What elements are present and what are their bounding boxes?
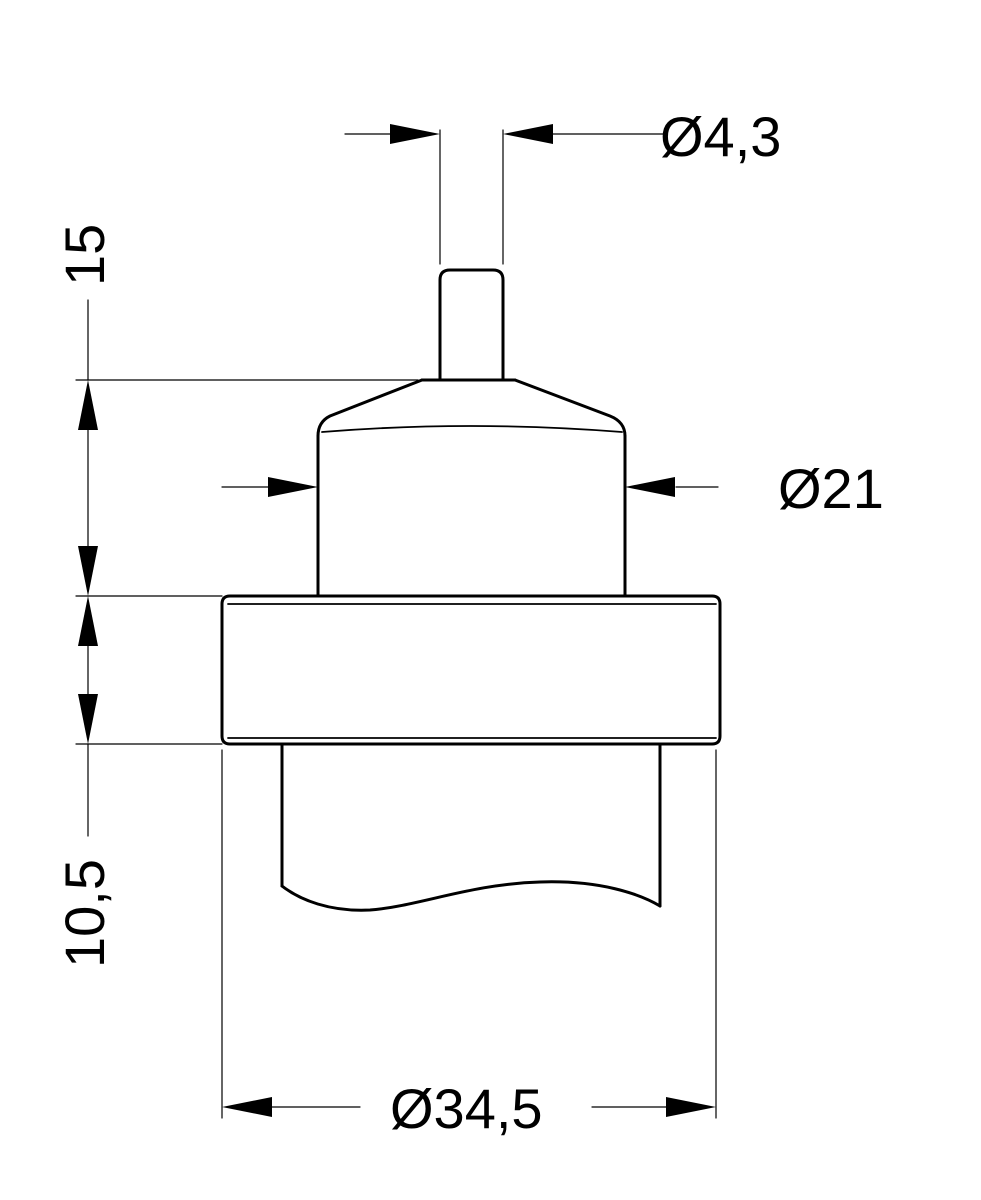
break-line (280, 880, 662, 912)
lower-shaft (280, 742, 662, 908)
body-top-edge (321, 425, 623, 433)
body-cylinder (316, 434, 627, 598)
pin (438, 268, 505, 382)
dimension-pin-diameter: Ø4,3 (344, 105, 781, 265)
dimension-body-diameter: Ø21 (221, 457, 884, 520)
flange (220, 594, 722, 746)
pin-diameter-label: Ø4,3 (660, 105, 781, 168)
arrowhead (78, 596, 98, 646)
bottom-height-label: 10,5 (53, 859, 116, 968)
arrowhead (78, 694, 98, 744)
arrowhead (78, 546, 98, 596)
dimension-heights: 15 10,5 (53, 224, 419, 968)
arrowhead (268, 477, 318, 497)
cone (316, 378, 627, 438)
flange-diameter-label: Ø34,5 (390, 1077, 543, 1140)
dimension-flange-diameter: Ø34,5 (221, 749, 717, 1140)
top-height-label: 15 (53, 224, 116, 286)
part-outline (220, 268, 722, 912)
arrowhead (78, 380, 98, 430)
arrowhead (390, 124, 440, 144)
arrowhead (503, 124, 553, 144)
arrowhead (625, 477, 675, 497)
arrowhead (666, 1097, 716, 1117)
arrowhead (222, 1097, 272, 1117)
body-diameter-label: Ø21 (778, 457, 884, 520)
